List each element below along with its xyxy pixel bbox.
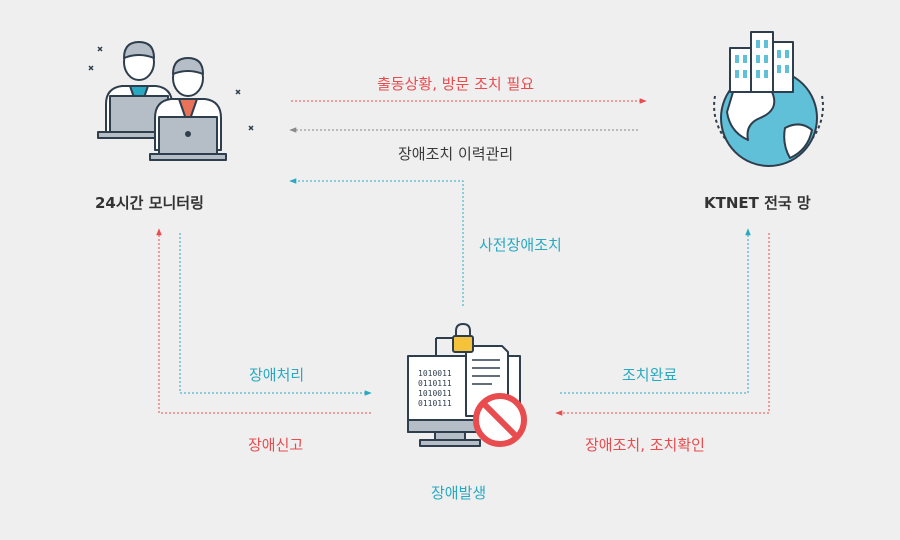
monitoring-staff-icon bbox=[88, 41, 254, 161]
incident-label: 장애발생 bbox=[431, 484, 487, 502]
svg-text:0110111: 0110111 bbox=[418, 399, 452, 408]
svg-text:0110111: 0110111 bbox=[418, 379, 452, 388]
network-label: KTNET 전국 망 bbox=[704, 194, 811, 212]
arrow-preventive bbox=[289, 178, 464, 306]
svg-text:1010011: 1010011 bbox=[418, 369, 452, 378]
handling-label: 장애처리 bbox=[249, 366, 305, 384]
report-label: 장애신고 bbox=[248, 436, 304, 454]
dispatch-label: 출동상황, 방문 조치 필요 bbox=[377, 75, 535, 93]
arrow-report bbox=[156, 228, 371, 414]
globe-buildings-icon bbox=[713, 31, 824, 167]
monitoring-label: 24시간 모니터링 bbox=[95, 194, 204, 212]
arrow-handling bbox=[179, 233, 372, 396]
arrow-complete bbox=[560, 228, 751, 394]
svg-text:1010011: 1010011 bbox=[418, 389, 452, 398]
preventive-label: 사전장애조치 bbox=[479, 236, 562, 254]
arrow-confirm bbox=[555, 233, 770, 416]
complete-label: 조치완료 bbox=[622, 366, 678, 384]
locked-computer-error-icon: 1010011 0110111 1010011 0110111 bbox=[407, 323, 527, 447]
history-label: 장애조치 이력관리 bbox=[398, 145, 514, 163]
confirm-label: 장애조치, 조치확인 bbox=[585, 436, 705, 454]
